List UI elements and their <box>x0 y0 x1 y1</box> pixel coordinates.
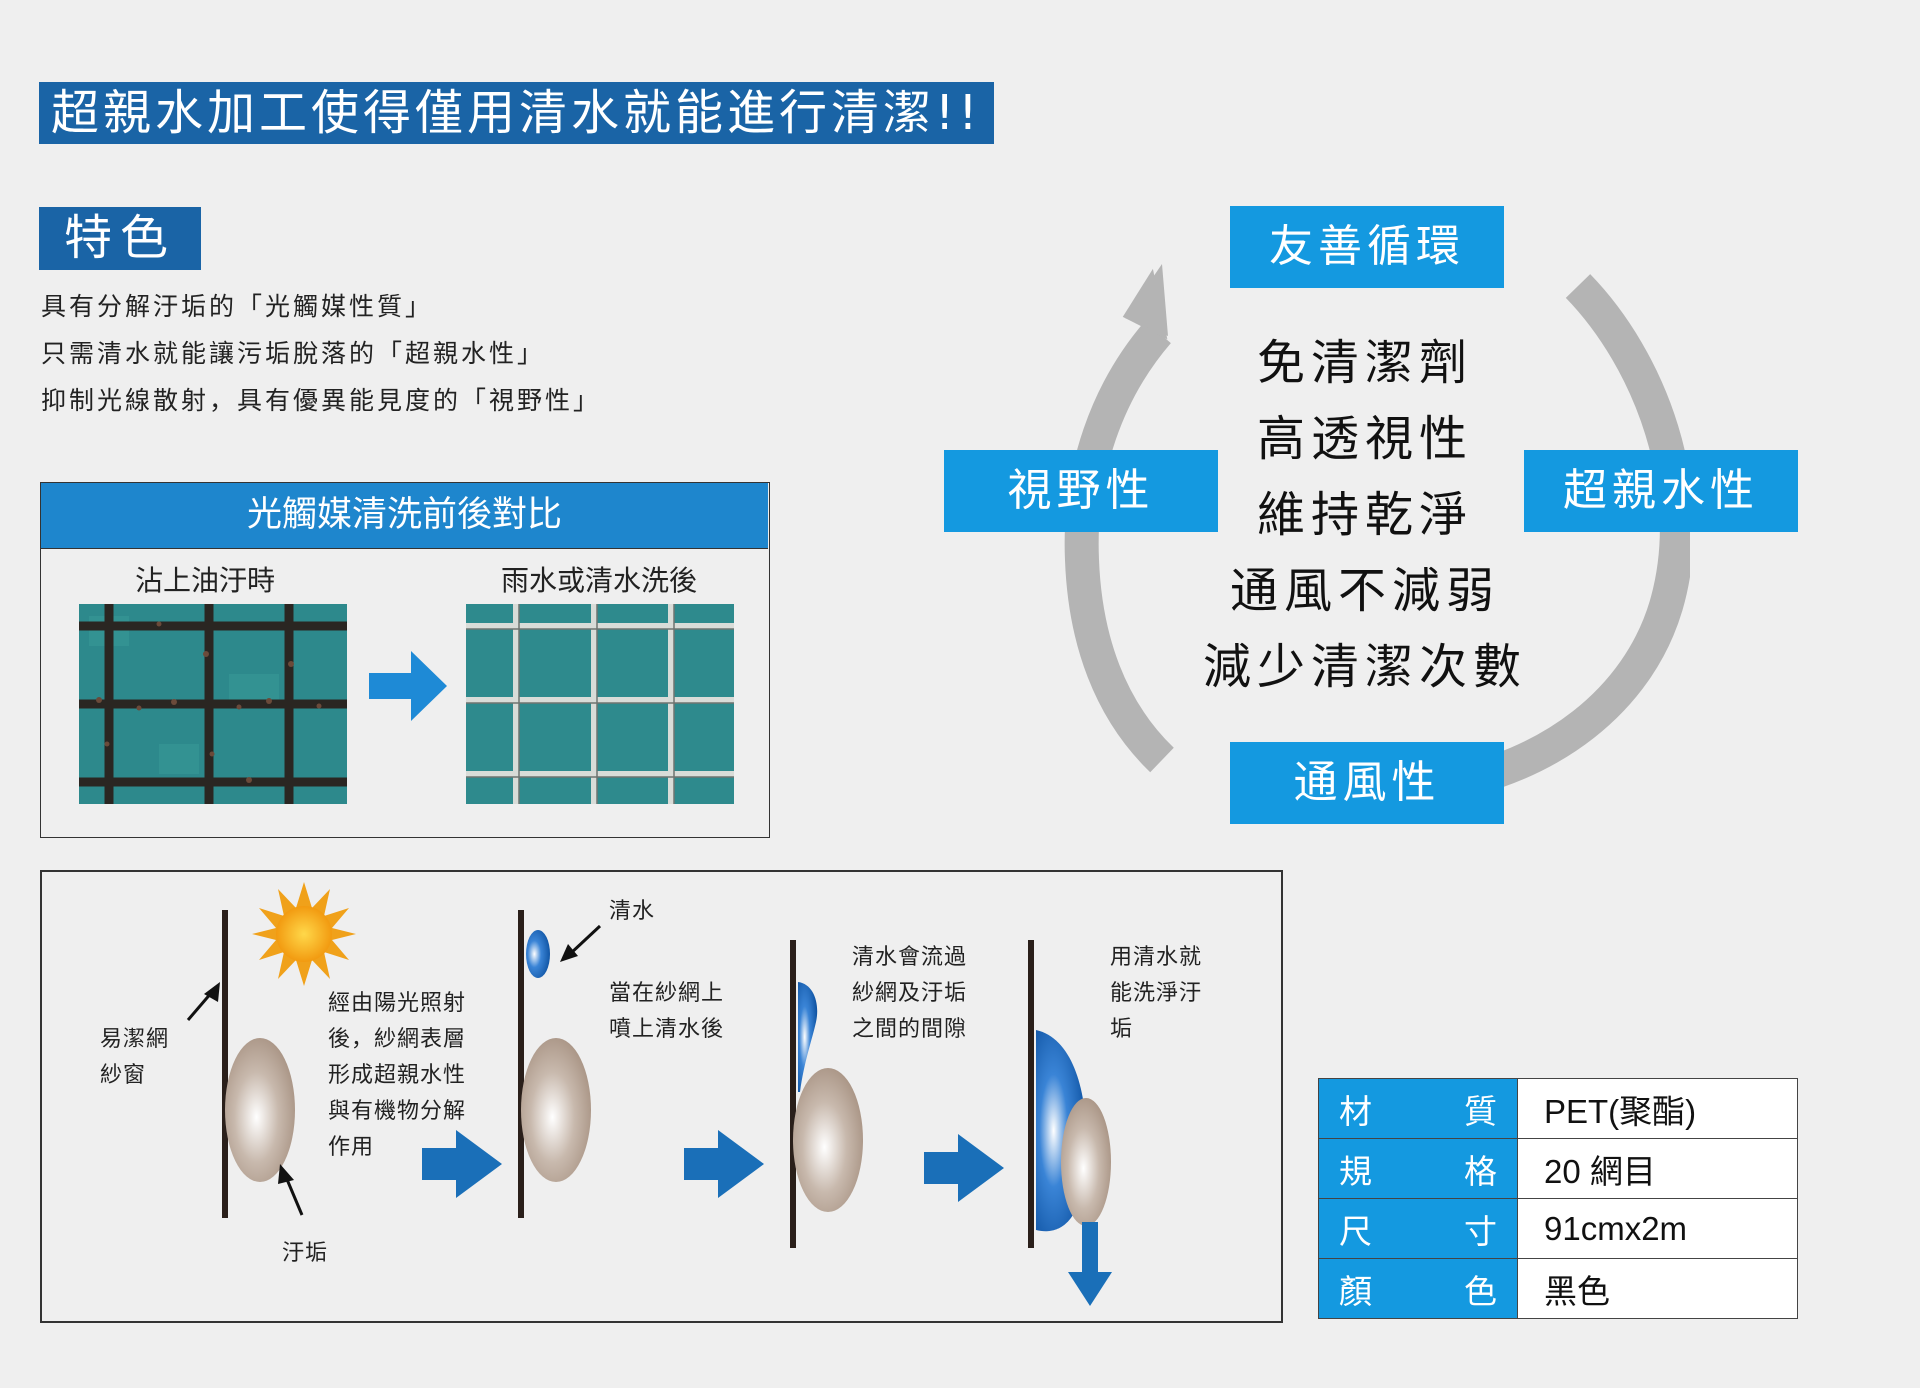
spec-key: 顏 <box>1339 1271 1372 1311</box>
step2-text: 當在紗網上 噴上清水後 <box>609 981 725 1042</box>
feature-item: 抑制光線散射，具有優異能見度的「視野性」 <box>41 386 602 415</box>
benefit-item: 維持乾淨 <box>1256 487 1473 543</box>
spec-value: 20 網目 <box>1517 1138 1798 1199</box>
spec-key: 尺 <box>1339 1211 1372 1251</box>
mesh-label: 易潔網 紗窗 <box>100 1027 170 1088</box>
spec-key: 規 <box>1339 1151 1372 1191</box>
spec-key: 材 <box>1339 1091 1372 1131</box>
spec-value: PET(聚酯) <box>1517 1078 1798 1139</box>
comparison-title: 光觸媒清洗前後對比 <box>41 483 768 549</box>
cycle-top-label: 友善循環 <box>1230 206 1504 288</box>
table-row: 規 格 20 網目 <box>1318 1138 1798 1199</box>
spec-value: 黑色 <box>1517 1258 1798 1319</box>
table-row: 顏 色 黑色 <box>1318 1258 1798 1319</box>
table-row: 材 質 PET(聚酯) <box>1318 1078 1798 1139</box>
benefit-item: 高透視性 <box>1256 411 1473 467</box>
before-label: 沾上油汙時 <box>135 564 276 597</box>
benefit-item: 減少清潔次數 <box>1202 639 1527 695</box>
features-title: 特色 <box>39 207 201 270</box>
spec-table: 材 質 PET(聚酯) 規 格 20 網目 尺 寸 91cmx2m 顏 色 黑色 <box>1318 1078 1798 1319</box>
water-label: 清水 <box>609 899 656 924</box>
step4-text: 用清水就 能洗淨汙 垢 <box>1110 945 1203 1042</box>
clean-mesh-image <box>466 604 734 804</box>
cycle-left-label: 視野性 <box>944 450 1218 532</box>
spec-value: 91cmx2m <box>1517 1198 1798 1259</box>
after-label: 雨水或清水洗後 <box>501 564 698 597</box>
benefits-list: 免清潔劑 高透視性 維持乾淨 通風不減弱 減少清潔次數 <box>1190 325 1540 705</box>
step3-text: 清水會流過 紗網及汙垢 之間的間隙 <box>852 945 968 1042</box>
process-panel: 易潔網 紗窗 汙垢 經由陽光照射 後，紗網表層 形成超親水性 與有機物分解 作用… <box>40 870 1283 1323</box>
cycle-bottom-label: 通風性 <box>1230 742 1504 824</box>
spec-key: 格 <box>1464 1151 1497 1191</box>
step1-text: 經由陽光照射 後，紗網表層 形成超親水性 與有機物分解 作用 <box>328 991 467 1160</box>
spec-key: 寸 <box>1464 1211 1497 1251</box>
cycle-right-label: 超親水性 <box>1524 450 1798 532</box>
table-row: 尺 寸 91cmx2m <box>1318 1198 1798 1259</box>
page-headline: 超親水加工使得僅用清水就能進行清潔!! <box>39 82 994 144</box>
arrow-right-icon <box>369 651 447 721</box>
sun-icon <box>252 882 356 986</box>
dirt-label: 汙垢 <box>282 1241 329 1266</box>
comparison-panel: 光觸媒清洗前後對比 沾上油汙時 雨水或清水洗後 <box>40 482 770 838</box>
spec-key: 質 <box>1464 1091 1497 1131</box>
features-list: 具有分解汙垢的「光觸媒性質」 只需清水就能讓污垢脫落的「超親水性」 抑制光線散射… <box>41 283 601 424</box>
benefit-item: 免清潔劑 <box>1256 335 1473 391</box>
feature-item: 具有分解汙垢的「光觸媒性質」 <box>41 292 434 321</box>
spec-key: 色 <box>1464 1271 1497 1311</box>
process-illustration <box>186 882 1112 1306</box>
benefit-item: 通風不減弱 <box>1229 563 1500 619</box>
feature-item: 只需清水就能讓污垢脫落的「超親水性」 <box>41 339 546 368</box>
dirty-mesh-image <box>79 604 347 804</box>
cycle-ring <box>1064 264 1690 803</box>
